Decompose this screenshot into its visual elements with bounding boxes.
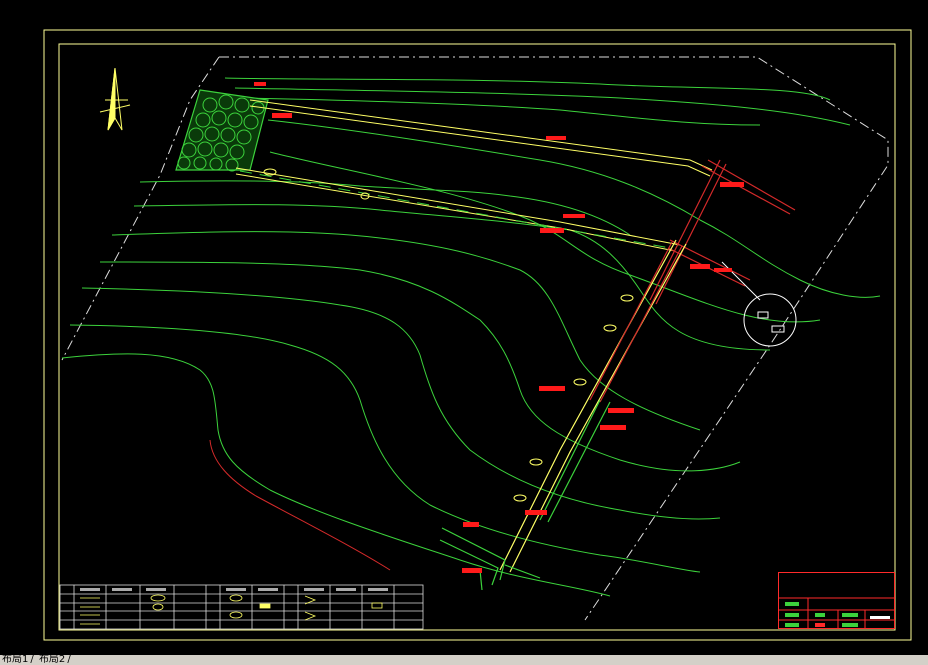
outer-frame (43, 29, 912, 641)
legend-icons (80, 594, 383, 625)
contour-lines (61, 77, 881, 597)
inner-frame (58, 43, 896, 631)
contour-red-segment (209, 439, 391, 571)
detail-circle (721, 261, 797, 347)
bottom-junction (439, 527, 541, 591)
legend-table (59, 584, 424, 630)
title-block-cells (778, 597, 895, 629)
tab-layout2[interactable]: 布局2 (38, 654, 66, 665)
upper-road (249, 99, 713, 177)
site-boundary (219, 56, 889, 621)
layout-tabs: 布局1/ 布局2/ (0, 655, 928, 665)
equipment-symbols (263, 168, 634, 502)
middle-road (235, 167, 681, 252)
section-marks (254, 82, 744, 573)
site-boundary-left (61, 56, 220, 361)
main-incline (499, 239, 687, 573)
upper-red-tracks (649, 159, 796, 305)
tab-layout1[interactable]: 布局1 (2, 654, 29, 665)
north-arrow-icon (99, 67, 131, 131)
title-block (778, 572, 895, 629)
legend-symbols (80, 588, 388, 591)
vegetation-hatch (175, 89, 269, 172)
